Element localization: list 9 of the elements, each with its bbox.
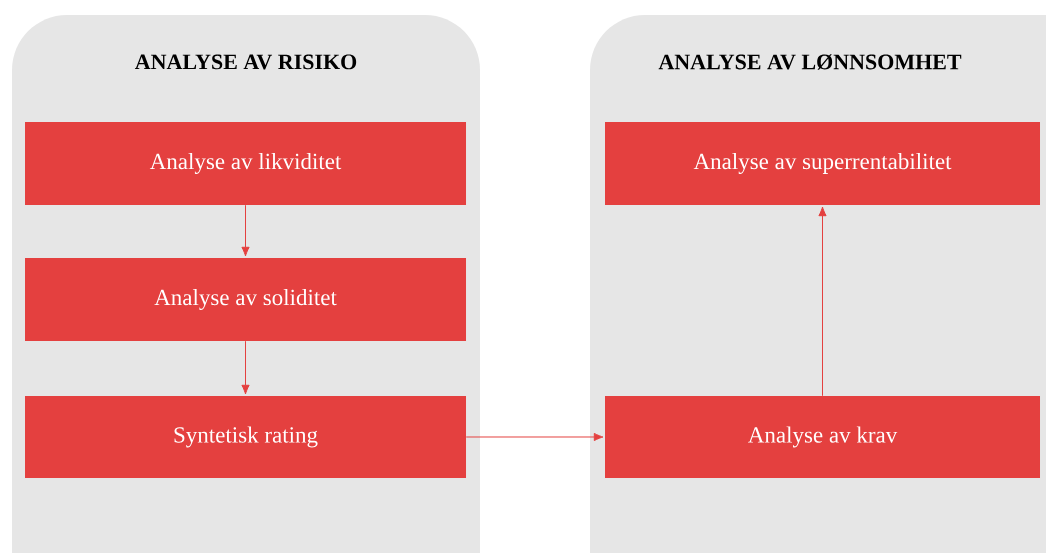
arrow xyxy=(241,204,250,257)
arrow xyxy=(241,340,250,395)
process-box: Syntetisk rating xyxy=(25,396,466,478)
process-box: Analyse av soliditet xyxy=(25,258,466,341)
arrow xyxy=(818,206,827,397)
process-box: Analyse av krav xyxy=(605,396,1040,478)
process-box: Analyse av superrentabilitet xyxy=(605,122,1040,205)
process-box: Analyse av likviditet xyxy=(25,122,466,205)
arrow xyxy=(465,432,604,442)
